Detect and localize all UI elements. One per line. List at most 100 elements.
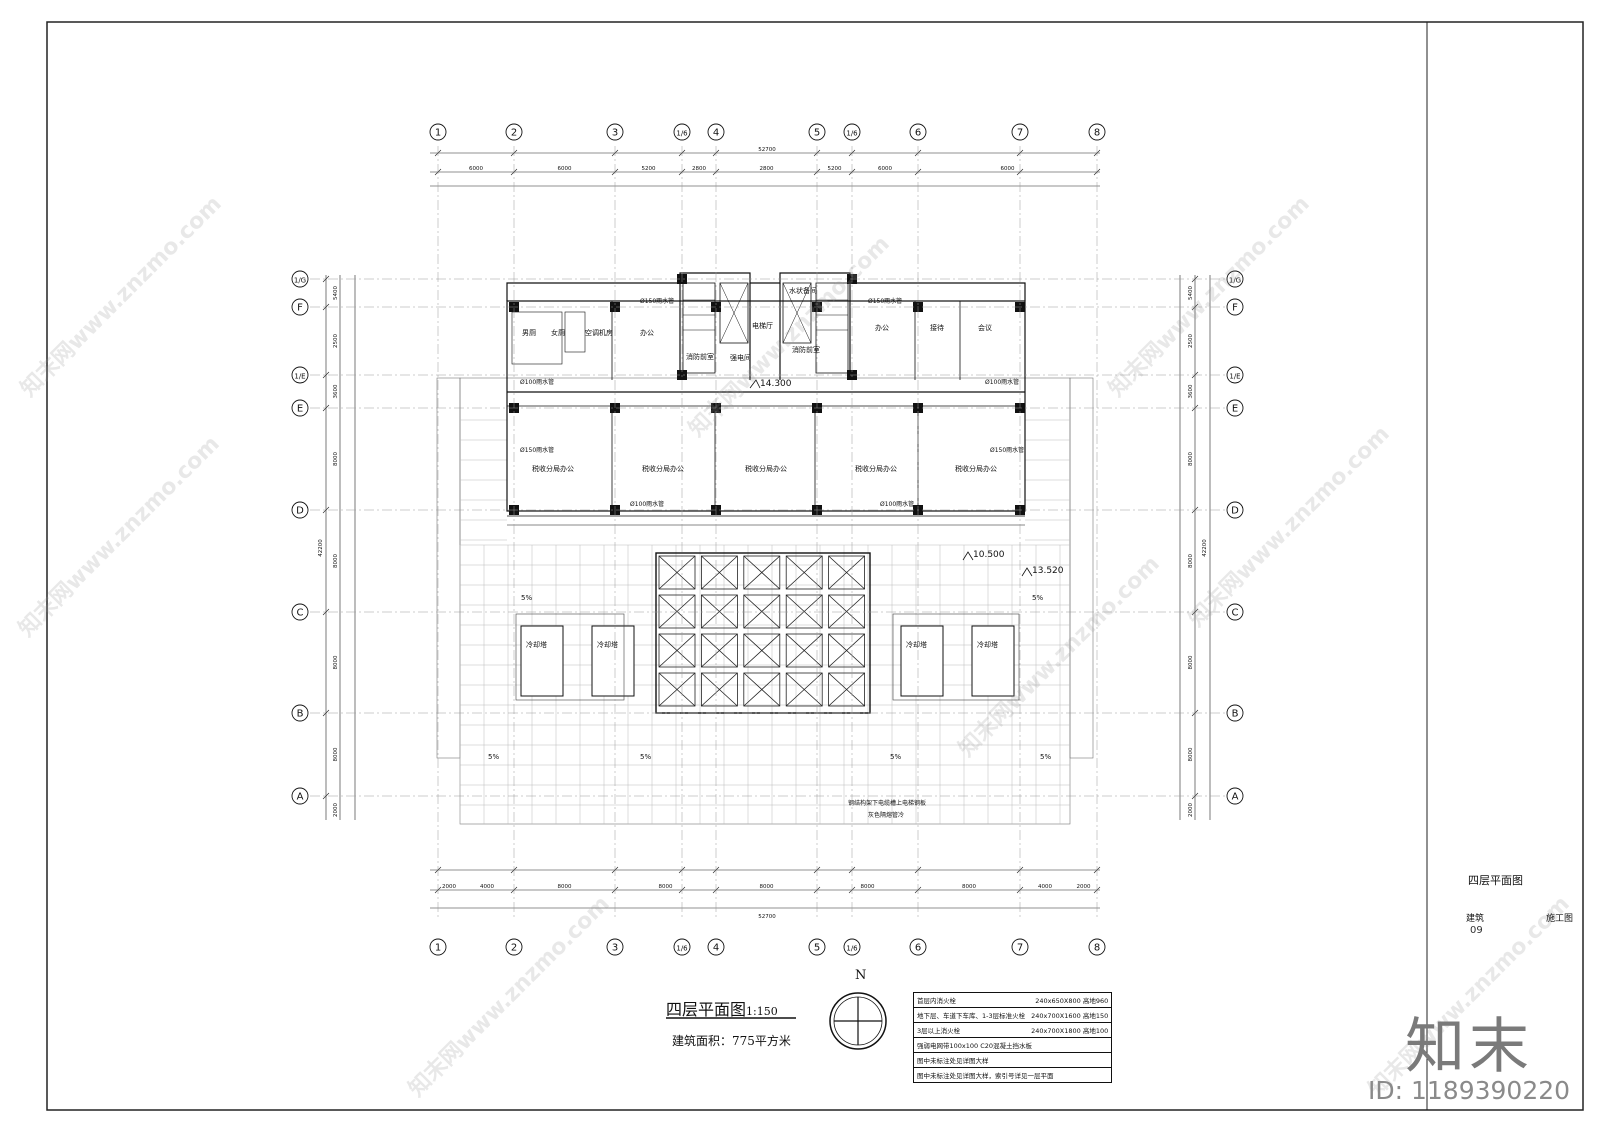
dimension-text: 3600 bbox=[1188, 384, 1194, 398]
title-block-discipline: 建筑 bbox=[1466, 914, 1485, 924]
legend-label: 强弱电网带100x100 C20混凝土挡水板 bbox=[913, 1037, 1112, 1053]
tower-cell bbox=[743, 672, 781, 707]
tower-cell bbox=[701, 594, 738, 629]
plan-title-text: 四层平面图 bbox=[666, 1000, 747, 1019]
tower-cell bbox=[785, 555, 823, 590]
grid-bubble-label: C bbox=[1232, 608, 1239, 619]
grid-bubble-label: 5 bbox=[814, 128, 820, 139]
dimension-text: 8000 bbox=[1188, 747, 1194, 761]
legend-label: 3层以上消火栓 bbox=[913, 1022, 1029, 1038]
cooling-tower-cells bbox=[658, 555, 865, 707]
dimension-text: 5400 bbox=[333, 286, 339, 300]
grid-bubble bbox=[1088, 123, 1106, 141]
tower-cell-cross bbox=[658, 633, 696, 668]
plan-title: 四层平面图1:150 bbox=[666, 996, 778, 1020]
grid-bubble-label: 1/6 bbox=[676, 130, 688, 138]
dimension-ticks bbox=[322, 149, 1199, 894]
grid-bubble-label: 6 bbox=[915, 943, 921, 954]
room-tax-5: 税收分局办公 bbox=[955, 464, 997, 473]
grid-bubble-label: A bbox=[297, 792, 304, 803]
dimension-text: 6000 bbox=[878, 166, 892, 172]
grid-bubble bbox=[1226, 270, 1244, 288]
grid-axes bbox=[310, 146, 1225, 920]
legend-label: 图中未标注处见详图大样，索引号详见一层平面 bbox=[913, 1067, 1112, 1083]
grid-bubble-label: 4 bbox=[713, 943, 719, 954]
grid-bubble bbox=[1226, 298, 1244, 316]
room-elevator-hall: 电梯厅 bbox=[752, 321, 773, 330]
elevation-marks: 14.300 10.500 13.520 bbox=[760, 379, 1064, 576]
dimension-tick bbox=[322, 303, 330, 311]
grid-bubble bbox=[843, 938, 861, 956]
room-tax-3: 税收分局办公 bbox=[745, 464, 787, 473]
tower-cell-cross bbox=[658, 555, 696, 590]
dimension-tick bbox=[322, 608, 330, 616]
dimension-lines bbox=[325, 152, 1211, 909]
tower-cell bbox=[828, 594, 865, 629]
grid-bubble-label: C bbox=[297, 608, 304, 619]
grid-bubble bbox=[291, 704, 309, 722]
dimension-text: 2500 bbox=[1188, 334, 1194, 348]
legend-row: 强弱电网带100x100 C20混凝土挡水板 bbox=[913, 1037, 1112, 1053]
tower-cell bbox=[785, 633, 823, 668]
dimension-text: 8000 bbox=[558, 884, 572, 890]
legend-size: 240x700X1600 高地150 bbox=[1028, 1007, 1112, 1023]
tower-cell bbox=[743, 594, 781, 629]
tower-cell bbox=[658, 555, 696, 590]
slope-label: 5% bbox=[521, 594, 532, 602]
north-label: N bbox=[855, 968, 867, 983]
grid-bubble-label: A bbox=[1232, 792, 1239, 803]
grid-bubble bbox=[808, 123, 826, 141]
dimension-tick bbox=[322, 404, 330, 412]
slope-label: 5% bbox=[640, 753, 651, 761]
grid-bubble bbox=[673, 123, 691, 141]
dimension-text: 5400 bbox=[1188, 286, 1194, 300]
tower-cell bbox=[701, 633, 738, 668]
dimension-text: 42200 bbox=[1202, 539, 1208, 557]
tower-cell bbox=[828, 633, 865, 668]
pipe-label: Ø100雨水管 bbox=[880, 500, 914, 508]
cooling-tower-1: 冷却塔 bbox=[526, 640, 547, 649]
tower-cell bbox=[658, 594, 696, 629]
grid-bubble-label: 1/6 bbox=[846, 130, 858, 138]
grid-bubble-label: F bbox=[1232, 303, 1238, 314]
grid-bubble bbox=[505, 938, 523, 956]
cooling-tower-4: 冷却塔 bbox=[977, 640, 998, 649]
dimension-text: 6000 bbox=[1001, 166, 1015, 172]
dimension-text: 2500 bbox=[333, 334, 339, 348]
dimension-text: 2000 bbox=[442, 884, 456, 890]
grid-bubble bbox=[429, 123, 447, 141]
room-office-b: 办公 bbox=[875, 323, 889, 332]
grid-bubble bbox=[606, 123, 624, 141]
building-walls bbox=[506, 272, 1026, 526]
grid-bubble-label: 5 bbox=[814, 943, 820, 954]
tower-cell-cross bbox=[658, 672, 696, 707]
grid-bubble bbox=[291, 787, 309, 805]
tower-cell-cross bbox=[701, 594, 738, 629]
grid-bubble bbox=[606, 938, 624, 956]
dimension-text: 8000 bbox=[333, 655, 339, 669]
tower-cell bbox=[785, 672, 823, 707]
tower-cell bbox=[658, 633, 696, 668]
room-smoke-front-b: 消防前室 bbox=[792, 345, 820, 354]
plan-area-label: 建筑面积： bbox=[672, 1034, 733, 1048]
grid-bubble-label: 7 bbox=[1017, 943, 1023, 954]
grid-bubble-label: 1/6 bbox=[676, 945, 688, 953]
grid-bubble bbox=[1226, 603, 1244, 621]
elevation-mark: 13.520 bbox=[1032, 566, 1064, 576]
roof-note-1: 钢结构架下电缆槽上电梯钢板 bbox=[848, 799, 926, 807]
room-meeting: 会议 bbox=[978, 323, 992, 332]
grid-bubble bbox=[808, 938, 826, 956]
room-reception: 接待 bbox=[930, 323, 944, 332]
roof-terrace bbox=[436, 377, 1094, 825]
dimension-text: 8000 bbox=[760, 884, 774, 890]
grid-bubble-label: B bbox=[297, 709, 304, 720]
room-smoke-front-a: 消防前室 bbox=[686, 352, 714, 361]
grid-bubble-label: 2 bbox=[511, 128, 517, 139]
cooling-towers bbox=[515, 613, 1020, 701]
grid-bubble-label: F bbox=[297, 303, 303, 314]
slope-label: 5% bbox=[1032, 594, 1043, 602]
dimension-text: 8000 bbox=[962, 884, 976, 890]
